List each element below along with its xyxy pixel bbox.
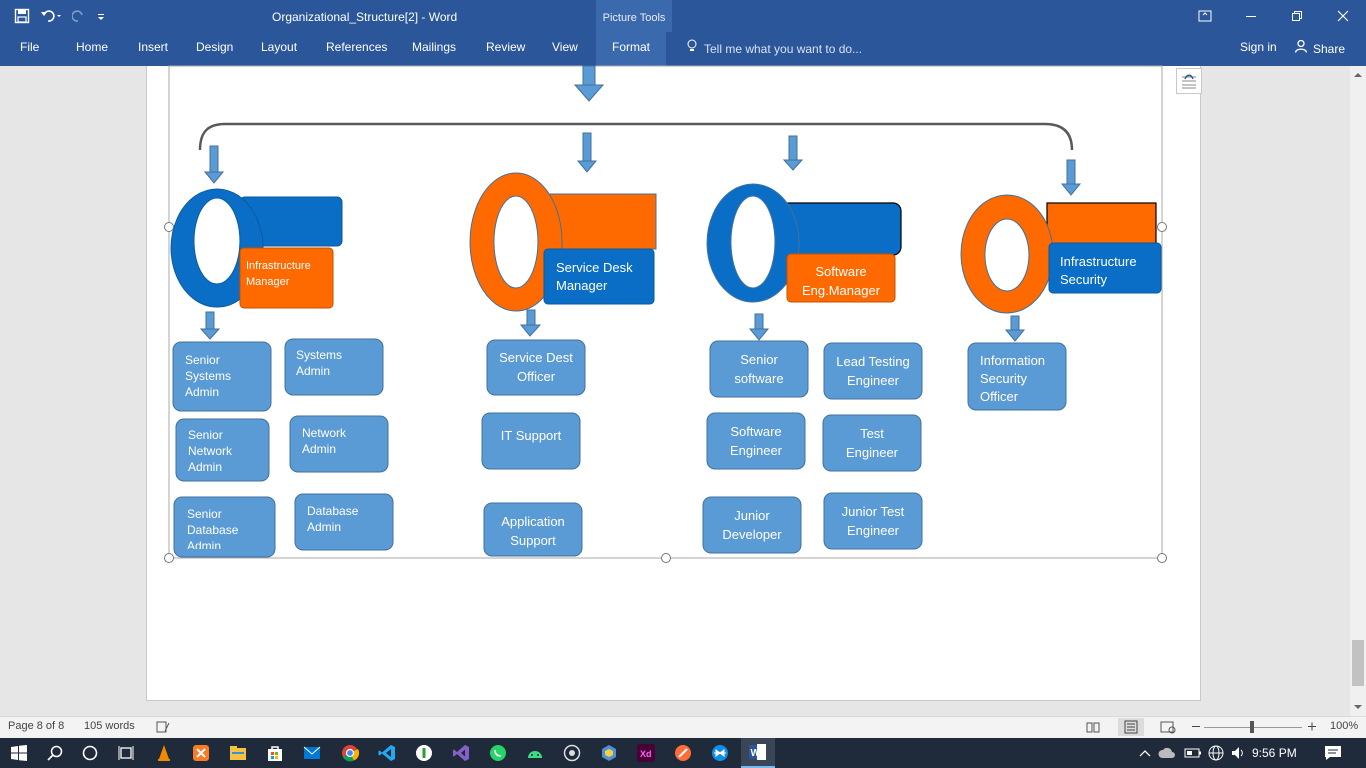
document-page <box>146 66 1201 701</box>
status-bar: Page 8 of 8 105 words 100% <box>0 716 1366 738</box>
vertical-scrollbar[interactable] <box>1350 66 1366 716</box>
page-count[interactable]: Page 8 of 8 <box>8 720 65 732</box>
xampp-icon[interactable] <box>190 742 212 764</box>
tell-me-search[interactable]: Tell me what you want to do... <box>686 32 862 66</box>
windows-start-icon[interactable] <box>8 742 30 764</box>
word-taskbar-icon[interactable]: W <box>741 738 775 768</box>
action-center-icon[interactable] <box>1322 742 1344 764</box>
zoom-out-icon[interactable] <box>1190 718 1202 737</box>
word-count[interactable]: 105 words <box>84 720 135 732</box>
teamviewer-icon[interactable] <box>709 742 731 764</box>
tab-format[interactable]: Format <box>596 32 667 66</box>
person-icon <box>1294 34 1308 64</box>
document-title: Organizational_Structure[2] - Word <box>272 10 458 24</box>
minimize-icon[interactable] <box>1228 0 1274 32</box>
svg-text:Xd: Xd <box>640 749 652 759</box>
lightbulb-icon <box>686 34 698 64</box>
tab-review[interactable]: Review <box>486 40 526 54</box>
share-label: Share <box>1313 42 1346 56</box>
virtualbox-icon[interactable] <box>598 742 620 764</box>
window-controls <box>1182 0 1366 32</box>
document-workspace <box>0 66 1350 716</box>
ribbon-display-options-icon[interactable] <box>1182 0 1228 32</box>
battery-icon[interactable] <box>1182 742 1204 764</box>
mail-icon[interactable] <box>301 742 323 764</box>
restore-icon[interactable] <box>1274 0 1320 32</box>
read-mode-icon[interactable] <box>1086 720 1100 737</box>
scroll-up-icon[interactable] <box>1350 68 1366 82</box>
proofing-icon[interactable] <box>156 720 170 737</box>
file-explorer-icon[interactable] <box>227 742 249 764</box>
tab-view[interactable]: View <box>552 40 578 54</box>
tab-layout[interactable]: Layout <box>261 40 298 54</box>
cortana-icon[interactable] <box>79 742 101 764</box>
scroll-thumb[interactable] <box>1352 640 1364 686</box>
close-icon[interactable] <box>1320 0 1366 32</box>
customize-qat-icon[interactable] <box>96 8 106 24</box>
adobe-xd-icon[interactable]: Xd <box>635 742 657 764</box>
tab-home[interactable]: Home <box>76 40 109 54</box>
zoom-slider-thumb[interactable] <box>1250 721 1254 733</box>
undo-icon[interactable] <box>40 8 62 24</box>
whatsapp-icon[interactable] <box>487 742 509 764</box>
layout-options-icon[interactable] <box>1176 68 1202 94</box>
onedrive-icon[interactable] <box>1156 742 1178 764</box>
tab-design[interactable]: Design <box>196 40 234 54</box>
store-icon[interactable] <box>264 742 286 764</box>
tab-file[interactable]: File <box>20 40 40 54</box>
share-button[interactable]: Share <box>1294 32 1345 66</box>
tell-me-placeholder: Tell me what you want to do... <box>704 42 863 56</box>
title-bar: Organizational_Structure[2] - Word Pictu… <box>0 0 1366 32</box>
android-studio-icon[interactable] <box>524 742 546 764</box>
tab-references[interactable]: References <box>326 40 388 54</box>
vscode-icon[interactable] <box>376 742 398 764</box>
svg-text:W: W <box>751 748 761 759</box>
taskbar-clock[interactable]: 9:56 PM <box>1252 746 1297 760</box>
tab-mailings[interactable]: Mailings <box>412 40 457 54</box>
windows-taskbar: Xd W 9:56 PM <box>0 738 1366 768</box>
task-view-icon[interactable] <box>115 742 137 764</box>
web-layout-icon[interactable] <box>1160 720 1176 737</box>
postman-icon[interactable] <box>672 742 694 764</box>
zoom-level[interactable]: 100% <box>1330 720 1359 732</box>
redo-icon[interactable] <box>72 8 86 24</box>
network-globe-icon[interactable] <box>1205 742 1227 764</box>
quick-access-toolbar <box>14 4 106 28</box>
search-icon[interactable] <box>44 742 66 764</box>
obs-icon[interactable] <box>561 742 583 764</box>
node-icon[interactable] <box>413 742 435 764</box>
save-icon[interactable] <box>14 8 30 24</box>
vlc-icon[interactable] <box>153 742 175 764</box>
print-layout-icon[interactable] <box>1118 718 1144 736</box>
picture-tools-label: Picture Tools <box>596 0 672 32</box>
tab-insert[interactable]: Insert <box>138 40 169 54</box>
zoom-in-icon[interactable] <box>1306 718 1318 737</box>
chrome-icon[interactable] <box>339 742 361 764</box>
visual-studio-icon[interactable] <box>450 742 472 764</box>
ribbon-tab-bar: File Home Insert Design Layout Reference… <box>0 32 1366 66</box>
volume-icon[interactable] <box>1228 742 1250 764</box>
sign-in-link[interactable]: Sign in <box>1240 40 1277 54</box>
scroll-down-icon[interactable] <box>1350 700 1366 714</box>
chevron-up-icon[interactable] <box>1134 742 1156 764</box>
